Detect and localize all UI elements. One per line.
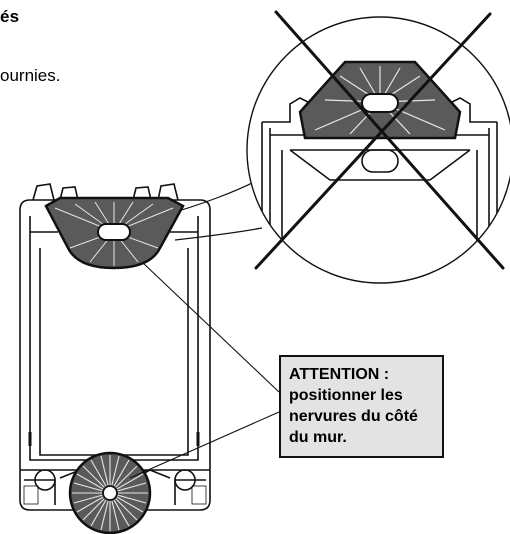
note-pointer-lines bbox=[129, 261, 280, 479]
note-line: ATTENTION : bbox=[289, 366, 390, 383]
heading-fragment: és bbox=[0, 7, 20, 26]
text-fragment: ournies. bbox=[0, 66, 61, 85]
fan-part-bottom bbox=[68, 451, 152, 534]
note-line: du mur. bbox=[289, 429, 347, 446]
fan-part-zoom bbox=[298, 60, 462, 140]
fan-part-top bbox=[44, 196, 185, 270]
note-line: positionner les bbox=[289, 387, 403, 404]
zoom-detail bbox=[246, 10, 510, 284]
note-line: nervures du côté bbox=[289, 408, 418, 425]
attention-note: ATTENTION : positionner les nervures du … bbox=[279, 355, 444, 458]
incorrect-cross bbox=[254, 10, 505, 270]
